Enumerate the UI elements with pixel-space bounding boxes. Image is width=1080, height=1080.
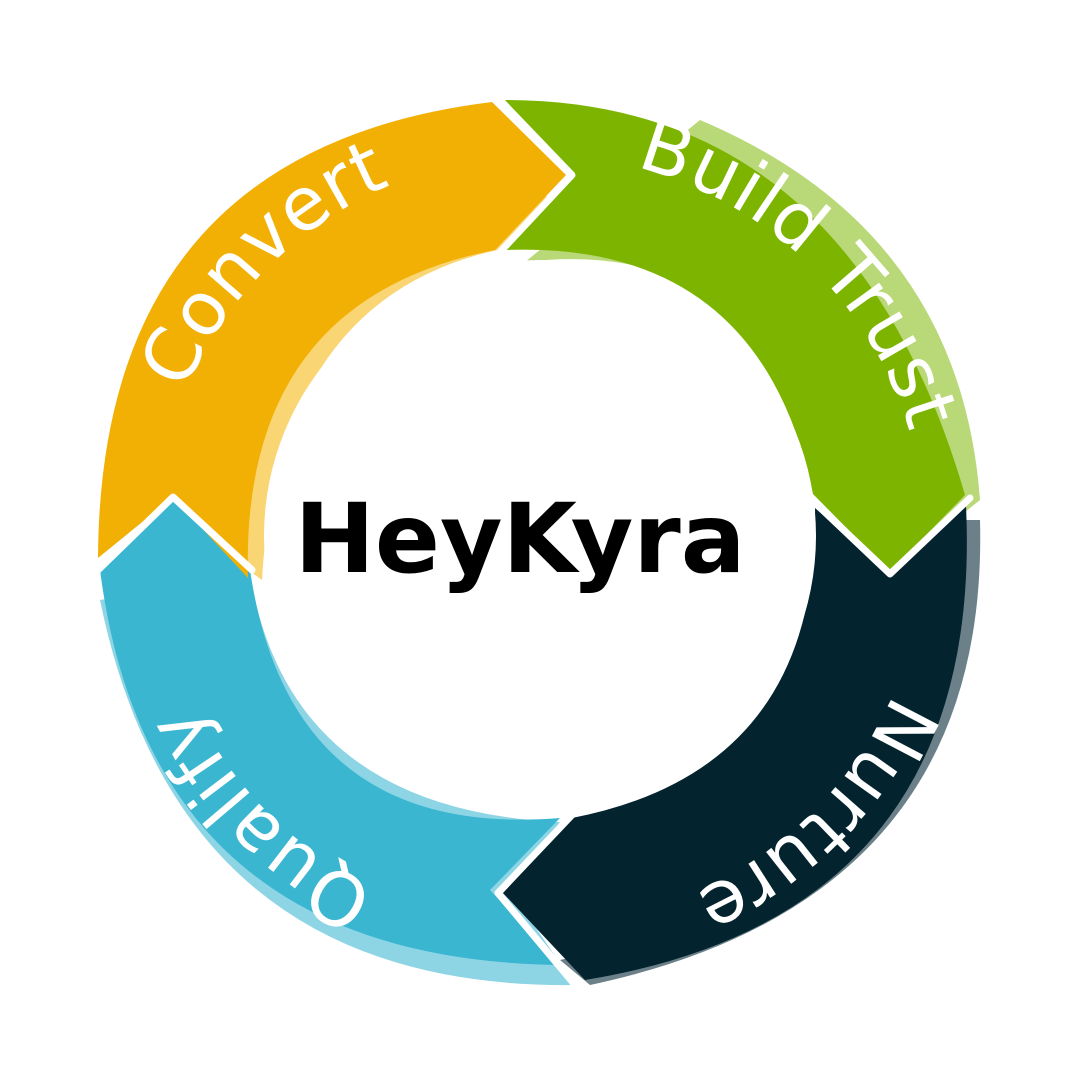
separator-left: [92, 493, 256, 576]
convert-segment: [98, 102, 566, 578]
build-trust-segment: [505, 100, 965, 572]
qualify-segment: [100, 497, 560, 965]
separator-bottom: [494, 811, 579, 989]
segment-separators: [92, 94, 974, 989]
separator-right: [808, 494, 974, 578]
center-title: HeyKyra: [295, 483, 746, 595]
nurture-segment: [503, 505, 967, 980]
center-circle: [264, 260, 816, 812]
separator-top: [494, 94, 576, 256]
segment-bodies: [98, 100, 967, 980]
